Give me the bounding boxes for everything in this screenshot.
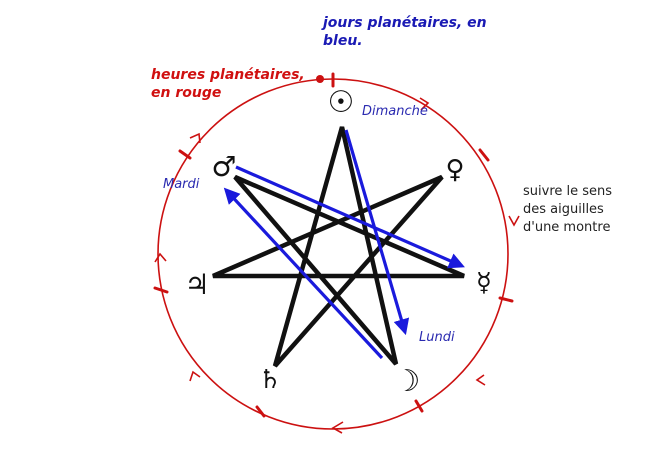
day-label-tuesday: Mardi — [163, 177, 200, 192]
hour-tick — [178, 149, 192, 160]
heptagram-star — [212, 126, 465, 368]
sun-icon: ☉ — [328, 85, 355, 120]
clockwise-note-line: d'une montre — [523, 220, 611, 235]
day-arrow-sun-to-moon — [344, 129, 410, 336]
days-title-line: jours planétaires, en — [323, 15, 487, 31]
hour-tick — [153, 286, 169, 294]
hour-ticks — [153, 72, 514, 418]
day-label-monday: Lundi — [419, 330, 455, 345]
day-label-sunday: Dimanche — [362, 104, 428, 119]
hours-title-line: heures planétaires, — [151, 67, 305, 83]
clockwise-note-line: des aiguilles — [523, 202, 604, 217]
hours-title-line: en rouge — [151, 85, 222, 101]
hour-direction-arrows — [154, 97, 520, 434]
hour-arrow — [475, 374, 486, 386]
mercury-icon: ☿ — [476, 268, 492, 298]
hour-tick — [255, 405, 266, 418]
hour-tick — [478, 148, 490, 162]
hours-title: heures planétaires, en rouge — [151, 66, 305, 102]
hour-arrow — [508, 215, 520, 227]
hour-arrow — [154, 252, 167, 263]
days-title-line: bleu. — [323, 33, 363, 49]
venus-icon: ♀ — [445, 155, 464, 185]
day-arrow-mars-to-mercury — [235, 165, 465, 269]
day-arrows — [223, 129, 465, 360]
day-arrow-moon-to-mars — [223, 187, 384, 360]
hour-start-dot — [316, 75, 324, 83]
jupiter-icon: ♃ — [184, 268, 209, 301]
mars-icon: ♂ — [211, 150, 236, 183]
hour-arrow — [419, 97, 430, 111]
hour-arrow — [189, 132, 201, 144]
hour-arrow — [189, 370, 201, 382]
days-title: jours planétaires, en bleu. — [323, 14, 487, 50]
hour-tick — [498, 296, 514, 303]
hour-tick — [414, 399, 424, 413]
clockwise-note: suivre le sens des aiguilles d'une montr… — [523, 183, 612, 237]
saturn-icon: ♄ — [258, 365, 281, 395]
clockwise-note-line: suivre le sens — [523, 184, 613, 199]
hour-arrow — [331, 421, 344, 434]
moon-icon: ☽ — [394, 364, 421, 399]
hour-circle — [157, 78, 509, 430]
